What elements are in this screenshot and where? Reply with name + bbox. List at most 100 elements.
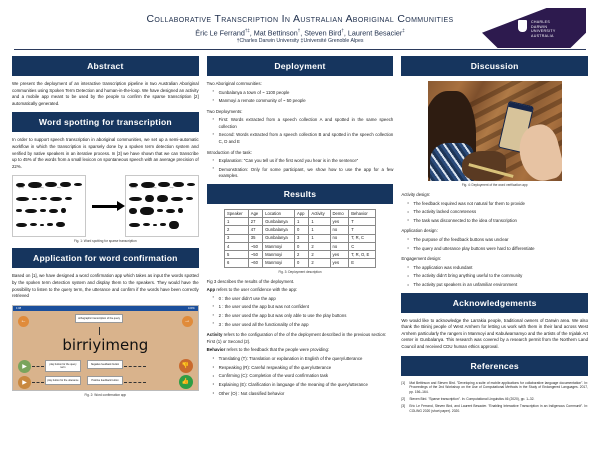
cell-app: 3: [294, 233, 310, 243]
col-app: App: [294, 208, 310, 219]
play-utterance-button[interactable]: ▶: [18, 375, 31, 389]
query-word-display: birriyimeng: [62, 335, 149, 354]
reference-item: [3] Eric Le Ferrand, Steven Bird, and La…: [401, 404, 588, 413]
cell-app: 2: [294, 250, 310, 260]
word-confirmation-app-screenshot: 1:08 100% ← → orthographic transcription…: [12, 304, 199, 391]
activity-design-list: The feedback required was not natural fo…: [401, 200, 588, 225]
university-logo: CHARLES DARWIN UNIVERSITY AUSTRALIA: [482, 8, 586, 48]
cell-speaker: 2: [224, 225, 249, 235]
deployments-lead: Two Deployments:: [206, 108, 243, 114]
table-row: 3 35 Gunbalanya 3 1 no T, R, C: [224, 233, 376, 243]
activity-lead: Activity refers to the configuration of …: [207, 332, 394, 345]
cell-app: 0: [294, 225, 310, 235]
poster-columns: Abstract We present the deployment of an…: [0, 52, 600, 464]
list-item: Gunbalanya a town of ~ 1100 people: [213, 89, 394, 97]
list-item: First: Words extracted from a speech col…: [213, 117, 394, 130]
author-1-affil-marker: †‡: [244, 27, 250, 33]
list-item: Demonstration: Only for some participant…: [213, 166, 394, 180]
thumbs-up-button[interactable]: 👍: [178, 374, 193, 389]
cell-age: 35: [247, 233, 264, 243]
reference-number: [2]: [401, 396, 406, 401]
acknowledgements-body: We would like to acknowledge the Larraki…: [401, 317, 589, 349]
list-item: The application was redundant: [407, 264, 588, 272]
play-utterance-connector: [32, 381, 44, 383]
cell-activity: 2: [308, 241, 331, 252]
list-item: 1 : the user used the app but was not co…: [213, 304, 394, 311]
cell-behavior: T: [348, 225, 376, 235]
figure-4-caption: Fig. 4: Deployment of the word verificat…: [461, 183, 528, 187]
author-1: Éric Le Ferrand: [195, 27, 245, 37]
cell-demo: yes: [329, 216, 350, 227]
logo-line-4: AUSTRALIA: [531, 34, 554, 39]
reference-number: [3]: [401, 404, 406, 409]
cell-demo: no: [329, 225, 350, 235]
logo-wordmark: CHARLES DARWIN UNIVERSITY AUSTRALIA: [531, 20, 556, 39]
figure-3-caption: Fig. 3: Deployment description: [278, 269, 322, 274]
section-header-references: References: [401, 355, 589, 376]
behavior-list: Translating (T): Translation or explanat…: [207, 355, 394, 397]
list-item: The activity lacked concreteness: [407, 209, 588, 216]
results-table: Speaker Age Location App Activity Demo B…: [224, 208, 376, 268]
list-item: Translating (T): Translation or explanat…: [213, 355, 394, 363]
list-item: Respeaking (R): Careful respeaking of th…: [213, 364, 394, 372]
activity-term: Activity: [206, 332, 223, 338]
cell-age: ~50: [247, 250, 264, 260]
play-query-button[interactable]: ▶: [18, 359, 31, 373]
positive-feedback-label: Positive feedback button: [87, 375, 123, 385]
task-intro-lead: Introduction of the task:: [206, 149, 252, 155]
deployment-photo: [427, 81, 562, 181]
figure-2-caption: Fig. 2: Word confirmation app: [84, 392, 127, 397]
author-4-affil-marker: ‡: [402, 27, 405, 33]
engagement-design-list: The application was redundant The activi…: [401, 264, 588, 289]
references-list: [1] Mat Bettinson and Steven Bird. "Deve…: [401, 381, 588, 414]
word-spotting-body: In order to support speech transcription…: [12, 137, 199, 169]
next-button[interactable]: →: [181, 315, 193, 327]
negative-connector: [124, 365, 146, 367]
behavior-lead: Behavior refers to the feedback that the…: [207, 347, 394, 354]
app-term-rest: refers to the user confidence with the a…: [215, 287, 298, 293]
list-item: Explanation: "Can you tell us if the fir…: [213, 158, 394, 165]
app-term: App: [206, 287, 216, 293]
communities-list: Gunbalanya a town of ~ 1100 people Manmo…: [207, 89, 394, 105]
cell-activity: 1: [308, 225, 331, 235]
list-item: Second: Words extracted from a speech co…: [213, 132, 394, 145]
cell-age: ~50: [247, 241, 264, 252]
transcript-callout: orthographic transcription of the query: [75, 313, 123, 323]
list-item: The feedback required was not natural fo…: [407, 200, 588, 208]
col-age: Age: [247, 208, 264, 219]
cell-demo: no: [329, 241, 350, 252]
app-status-bar: 1:08 100%: [13, 305, 198, 311]
cell-speaker: 5: [224, 250, 249, 260]
cell-activity: 2: [308, 250, 331, 260]
thumbs-down-button[interactable]: 👎: [178, 358, 193, 373]
list-item: 3 : the user used all the functionality …: [213, 321, 394, 329]
col-activity: Activity: [308, 208, 331, 219]
table-row: 1 27 Gunbalanya 1 1 yes T: [224, 216, 376, 227]
behavior-term-rest: refers to the feedback that the people w…: [225, 347, 330, 353]
app-scale-list: 0 : the user didn't use the app 1 : the …: [207, 295, 394, 329]
col-location: Location: [262, 208, 296, 219]
play-utterance-label: play button for the utterance: [45, 375, 81, 385]
logo-crest-icon: [518, 20, 527, 32]
list-item: Explaining (E): Clarification in languag…: [213, 381, 394, 389]
reference-item: [2] Steven Bird. "Sparse transcription".…: [401, 397, 588, 402]
cell-speaker: 3: [224, 233, 249, 243]
list-item: The task was disconnected to the idea of…: [407, 217, 588, 225]
callout-connector: [99, 326, 100, 335]
reference-text: Mat Bettinson and Steven Bird. "Developi…: [409, 380, 589, 394]
table-header-row: Speaker Age Location App Activity Demo B…: [224, 208, 376, 219]
waveform-panel-before: ngaleng mankung birriyi: [12, 175, 86, 238]
negative-feedback-label: Negative feedback button: [87, 359, 123, 369]
reference-number: [1]: [401, 380, 406, 385]
col-demo: Demo: [329, 208, 350, 219]
engagement-design-lead: Engagement design:: [401, 256, 442, 262]
header-divider: [14, 48, 586, 50]
results-intro: Fig 3 describes the results of the deplo…: [206, 278, 295, 284]
table-row: 5 ~50 Manmoyi 2 2 yes T, R, O, E: [224, 250, 376, 260]
list-item: Confirming (C): Completion of the word c…: [213, 373, 394, 380]
prev-button[interactable]: ←: [18, 315, 29, 327]
abstract-body: We present the deployment of an interact…: [12, 81, 199, 106]
column-left: Abstract We present the deployment of an…: [12, 56, 199, 464]
section-header-abstract: Abstract: [12, 56, 199, 76]
cell-activity: 2: [308, 258, 331, 268]
